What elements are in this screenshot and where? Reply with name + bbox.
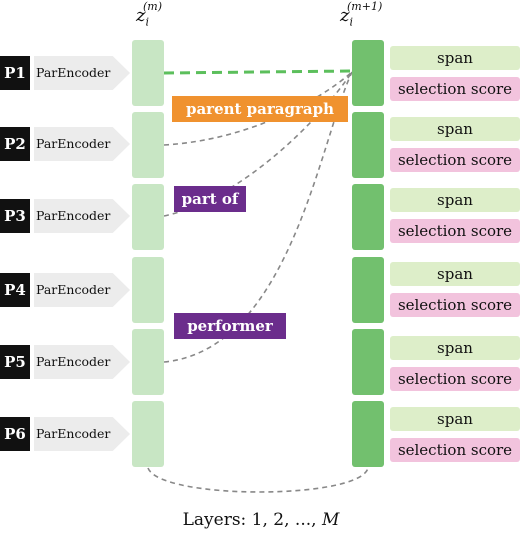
paragraph-label: P6 — [0, 417, 30, 451]
left-node — [132, 257, 164, 323]
paragraph-label: P4 — [0, 273, 30, 307]
par-encoder-label: ParEncoder — [36, 65, 111, 80]
left-layer-sub: i — [145, 15, 150, 29]
span-output: span — [390, 262, 520, 286]
left-node — [132, 184, 164, 250]
right-layer-sub: i — [349, 15, 354, 29]
left-node — [132, 401, 164, 467]
span-output: span — [390, 336, 520, 360]
span-output: span — [390, 46, 520, 70]
par-encoder-label: ParEncoder — [36, 208, 111, 223]
paragraph-label: P3 — [0, 199, 30, 233]
caption-var: M — [321, 510, 340, 530]
span-output: span — [390, 188, 520, 212]
par-encoder-label: ParEncoder — [36, 354, 111, 369]
right-node — [352, 184, 384, 250]
selection-score-output: selection score — [390, 293, 520, 317]
paragraph-label: P1 — [0, 56, 30, 90]
selection-score-output: selection score — [390, 148, 520, 172]
par-encoder: ParEncoder — [34, 273, 130, 307]
right-node — [352, 112, 384, 178]
selection-score-output: selection score — [390, 219, 520, 243]
right-node — [352, 40, 384, 106]
right-node — [352, 401, 384, 467]
par-encoder: ParEncoder — [34, 417, 130, 451]
relation-label-performer: performer — [174, 313, 286, 339]
left-layer-label: zi (m) — [136, 0, 168, 29]
paragraph-label: P5 — [0, 345, 30, 379]
left-node — [132, 112, 164, 178]
par-encoder: ParEncoder — [34, 56, 130, 90]
right-layer-sup: (m+1) — [347, 0, 383, 13]
right-node — [352, 329, 384, 395]
caption-prefix: Layers: 1, 2, ..., — [182, 510, 322, 530]
selection-score-output: selection score — [390, 77, 520, 101]
par-encoder-label: ParEncoder — [36, 426, 111, 441]
span-output: span — [390, 117, 520, 141]
right-layer-symbol: z — [340, 5, 350, 26]
paragraph-label: P2 — [0, 127, 30, 161]
relation-label-parent-paragraph: parent paragraph — [172, 96, 348, 122]
par-encoder-label: ParEncoder — [36, 282, 111, 297]
right-node — [352, 257, 384, 323]
par-encoder: ParEncoder — [34, 345, 130, 379]
span-output: span — [390, 407, 520, 431]
par-encoder-label: ParEncoder — [36, 136, 111, 151]
caption: Layers: 1, 2, ..., M — [0, 510, 522, 530]
right-layer-label: zi (m+1) — [340, 0, 388, 29]
left-layer-symbol: z — [136, 5, 146, 26]
edge-loop-bottom — [147, 467, 369, 493]
relation-label-part-of: part of — [174, 186, 246, 212]
selection-score-output: selection score — [390, 367, 520, 391]
edge-self-p1 — [163, 69, 353, 75]
par-encoder: ParEncoder — [34, 199, 130, 233]
left-node — [132, 40, 164, 106]
selection-score-output: selection score — [390, 438, 520, 462]
left-node — [132, 329, 164, 395]
par-encoder: ParEncoder — [34, 127, 130, 161]
left-layer-sup: (m) — [143, 0, 163, 13]
